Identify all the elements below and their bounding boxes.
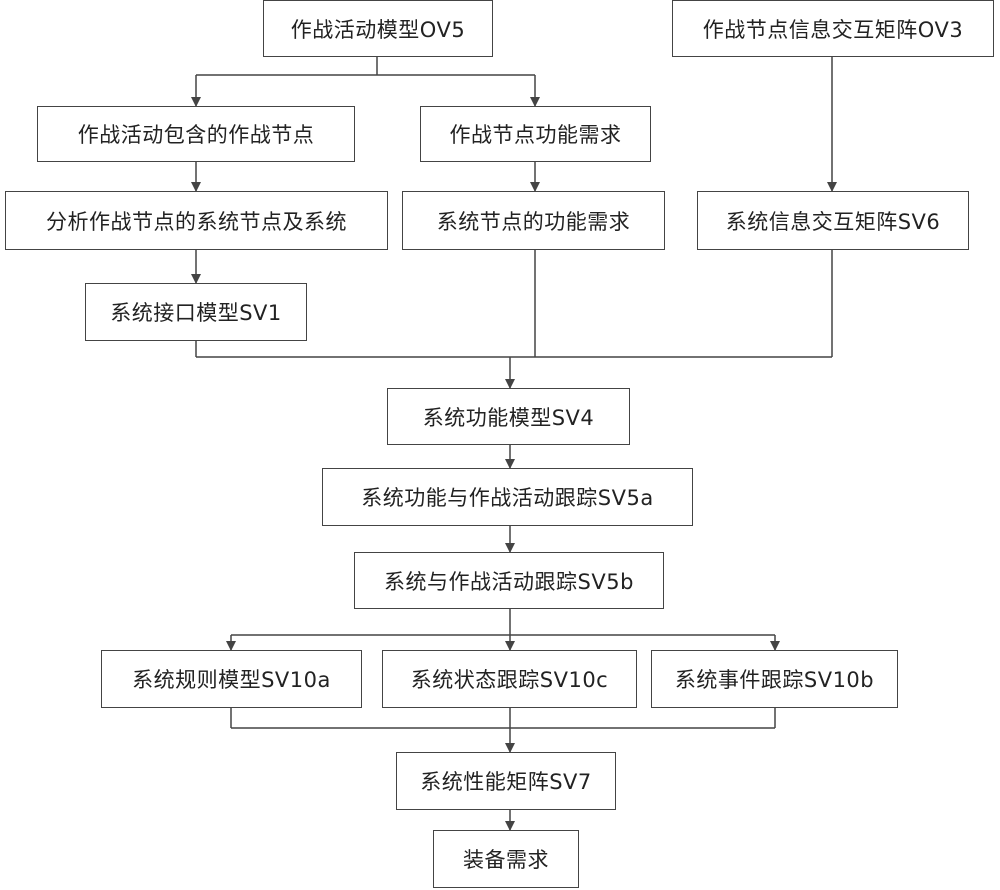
node-ov3: 作战节点信息交互矩阵OV3 (672, 0, 994, 57)
node-func-req: 作战节点功能需求 (420, 106, 651, 162)
node-equip-req: 装备需求 (433, 830, 579, 888)
node-sys-func-req: 系统节点的功能需求 (402, 191, 665, 250)
node-ov5: 作战活动模型OV5 (263, 0, 493, 57)
node-sv4: 系统功能模型SV4 (387, 388, 630, 445)
node-sv5a: 系统功能与作战活动跟踪SV5a (322, 468, 693, 526)
node-sv7: 系统性能矩阵SV7 (396, 752, 616, 810)
node-sv10a: 系统规则模型SV10a (101, 650, 362, 708)
node-analyze-nodes: 分析作战节点的系统节点及系统 (5, 191, 388, 250)
node-sv6: 系统信息交互矩阵SV6 (697, 191, 969, 250)
node-sv5b: 系统与作战活动跟踪SV5b (354, 552, 664, 609)
node-activity-nodes: 作战活动包含的作战节点 (37, 106, 355, 162)
node-sv10c: 系统状态跟踪SV10c (382, 650, 637, 708)
node-sv1: 系统接口模型SV1 (85, 283, 307, 341)
node-sv10b: 系统事件跟踪SV10b (651, 650, 898, 708)
